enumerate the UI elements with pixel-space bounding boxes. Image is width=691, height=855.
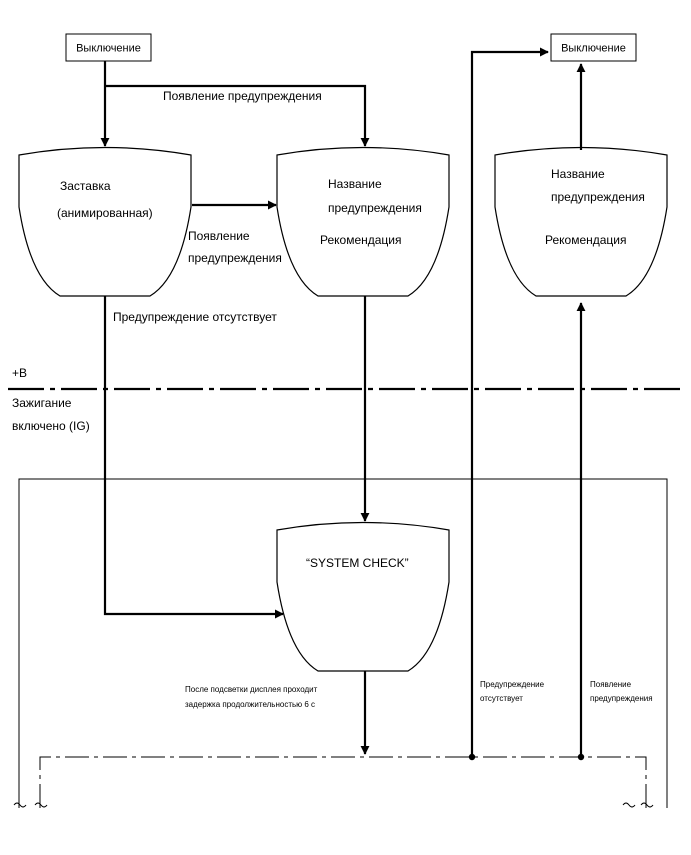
warning-appears-small-label-1: Появление <box>590 680 632 689</box>
ignition-state-frame <box>13 478 668 808</box>
no-warning-small-label-1: Предупреждение <box>480 680 545 689</box>
plus-b-label: +B <box>12 366 27 380</box>
delay-note-1: После подсветки дисплея проходит <box>185 685 318 694</box>
warning-appears-small-label-2: предупреждения <box>590 694 653 703</box>
no-warning-to-system-check-arrow <box>103 296 284 619</box>
warning-screen-right: Название предупреждения Рекомендация <box>494 146 668 297</box>
system-check-screen: “SYSTEM CHECK” <box>276 521 450 672</box>
no-warning-small-label-2: отсутствует <box>480 694 523 703</box>
junction-dot-left <box>468 753 476 761</box>
warning-appears-label-mid-2: предупреждения <box>188 251 282 265</box>
off-box-left-label: Выключение <box>76 43 141 55</box>
off-box-left: Выключение <box>65 33 152 62</box>
warning-screen-center-recommendation: Рекомендация <box>320 233 402 247</box>
warning-screen-center-name-1: Название <box>328 177 382 191</box>
warning-appears-label-top: Появление предупреждения <box>163 89 322 103</box>
warning-screen-center: Название предупреждения Рекомендация <box>276 146 450 297</box>
delay-note-2: задержка продолжительностью 6 с <box>185 700 315 709</box>
splash-screen-label: Заставка <box>60 179 111 193</box>
top-connectors <box>100 61 370 147</box>
ignition-label-2: включено (IG) <box>12 419 90 433</box>
warning-appears-label-mid-1: Появление <box>188 229 250 243</box>
splash-screen-sublabel: (анимированная) <box>57 206 153 220</box>
warning-screen-right-recommendation: Рекомендация <box>545 233 627 247</box>
off-box-right-label: Выключение <box>561 43 626 55</box>
no-warning-to-off-arrow <box>470 47 549 757</box>
no-warning-label: Предупреждение отсутствует <box>113 310 277 324</box>
junction-dot-right <box>577 753 585 761</box>
system-check-label: “SYSTEM CHECK” <box>306 556 409 570</box>
warning-screen-center-name-2: предупреждения <box>328 201 422 215</box>
ignition-label-1: Зажигание <box>12 396 72 410</box>
splash-screen: Заставка (анимированная) <box>18 146 192 297</box>
warning-screen-right-name-2: предупреждения <box>551 190 645 204</box>
off-box-right: Выключение <box>550 33 637 62</box>
warning-screen-right-name-1: Название <box>551 167 605 181</box>
